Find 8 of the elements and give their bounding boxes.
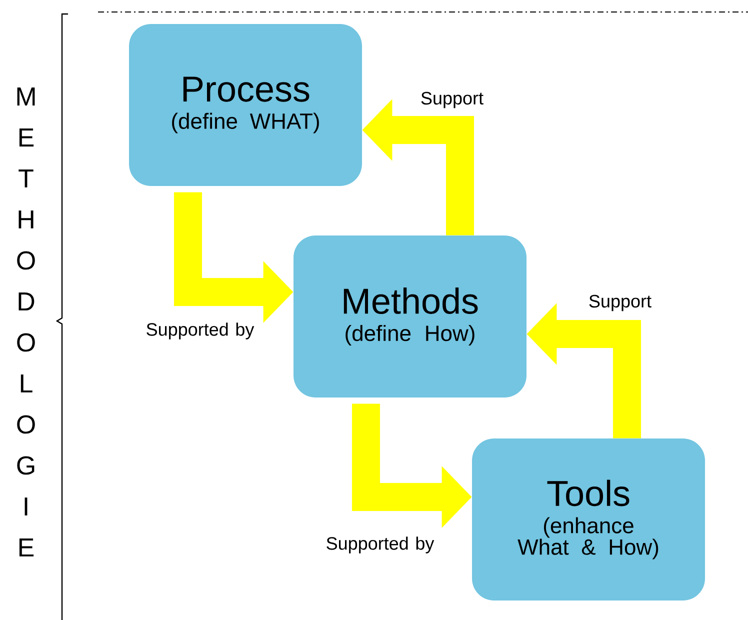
process-box: Process (define WHAT) <box>129 24 362 186</box>
process-box: Methods (define How) <box>294 236 526 398</box>
edge-label: Support <box>589 294 652 312</box>
edge-label: Supported by <box>326 536 434 554</box>
process-box: Tools (enhance What & How) <box>472 438 705 600</box>
edge-label: Supported by <box>146 322 254 340</box>
edge-label: Support <box>421 92 484 108</box>
vertical-label: METHODOLOGIE <box>17 88 35 556</box>
